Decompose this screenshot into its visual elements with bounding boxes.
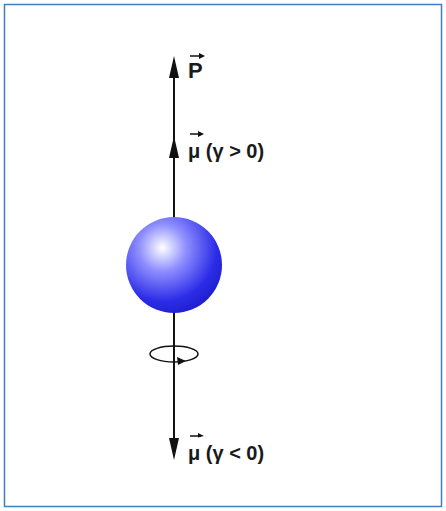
arrow-head <box>169 438 179 460</box>
arrow-head <box>169 56 179 78</box>
arrow-head <box>169 136 179 158</box>
axis-line <box>173 310 175 446</box>
rotation-arrow <box>177 357 186 365</box>
symbol-label: μ (γ < 0) <box>188 442 264 464</box>
rotation-ellipse <box>150 346 198 362</box>
symbol-label: μ (γ > 0) <box>188 140 264 162</box>
vector-marks <box>190 53 205 438</box>
frame <box>5 5 442 507</box>
symbol-label: P <box>188 59 203 83</box>
particle-sphere <box>126 217 222 313</box>
